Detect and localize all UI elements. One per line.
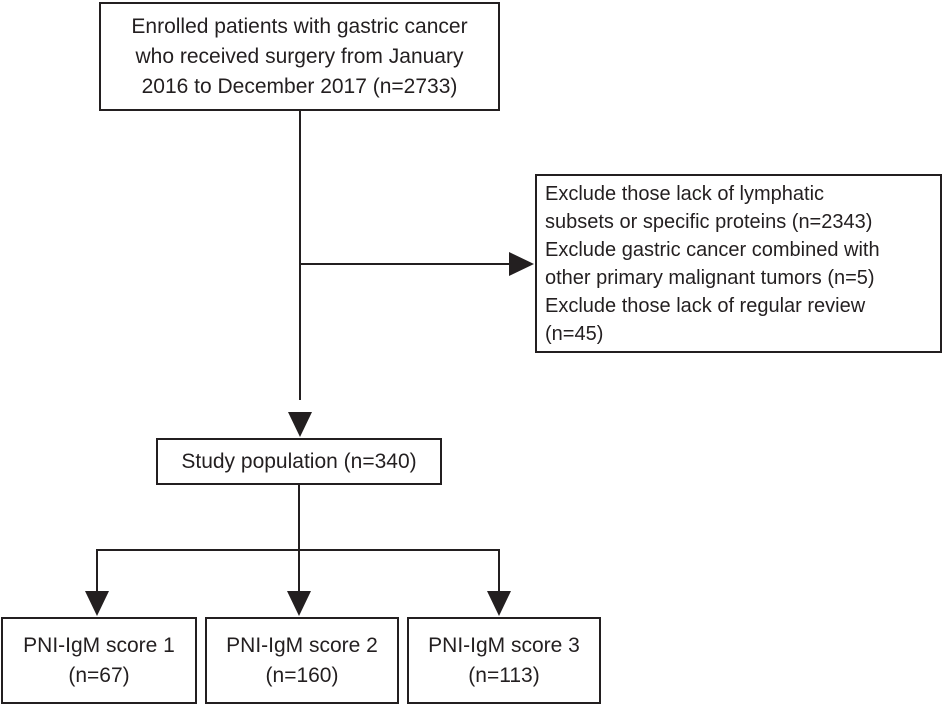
score-2-count: (n=160) <box>265 663 339 687</box>
score-2-label: PNI-IgM score 2 <box>226 633 378 657</box>
study-population-box: Study population (n=340) <box>156 438 442 485</box>
enrolled-line-3: 2016 to December 2017 (n=2733) <box>141 74 458 98</box>
arrow-to-study <box>288 412 312 437</box>
score-3-count: (n=113) <box>468 663 540 687</box>
exclusion-criteria-box: Exclude those lack of lymphatic subsets … <box>535 174 942 353</box>
score-1-box: PNI-IgM score 1 (n=67) <box>1 617 197 704</box>
score-2-box: PNI-IgM score 2 (n=160) <box>205 617 399 704</box>
score-1-label: PNI-IgM score 1 <box>23 633 175 657</box>
exclusion-line-5: Exclude those lack of regular review <box>545 295 866 317</box>
enrolled-line-1: Enrolled patients with gastric cancer <box>131 14 468 38</box>
study-population-label: Study population (n=340) <box>181 449 417 473</box>
score-3-box: PNI-IgM score 3 (n=113) <box>407 617 601 704</box>
score-3-label: PNI-IgM score 3 <box>428 633 580 657</box>
arrow-to-score-2 <box>287 591 311 616</box>
arrow-to-score-1 <box>85 591 109 616</box>
arrow-to-exclusion <box>509 252 534 276</box>
exclusion-line-3: Exclude gastric cancer combined with <box>545 239 880 261</box>
enrolled-patients-box: Enrolled patients with gastric cancer wh… <box>99 2 500 111</box>
exclusion-line-4: other primary malignant tumors (n=5) <box>545 267 875 289</box>
score-1-count: (n=67) <box>68 663 130 687</box>
exclusion-line-1: Exclude those lack of lymphatic <box>545 183 825 205</box>
exclusion-line-6: (n=45) <box>545 323 604 345</box>
enrolled-line-2: who received surgery from January <box>135 44 464 68</box>
exclusion-line-2: subsets or specific proteins (n=2343) <box>545 211 873 233</box>
arrow-to-score-3 <box>487 591 511 616</box>
